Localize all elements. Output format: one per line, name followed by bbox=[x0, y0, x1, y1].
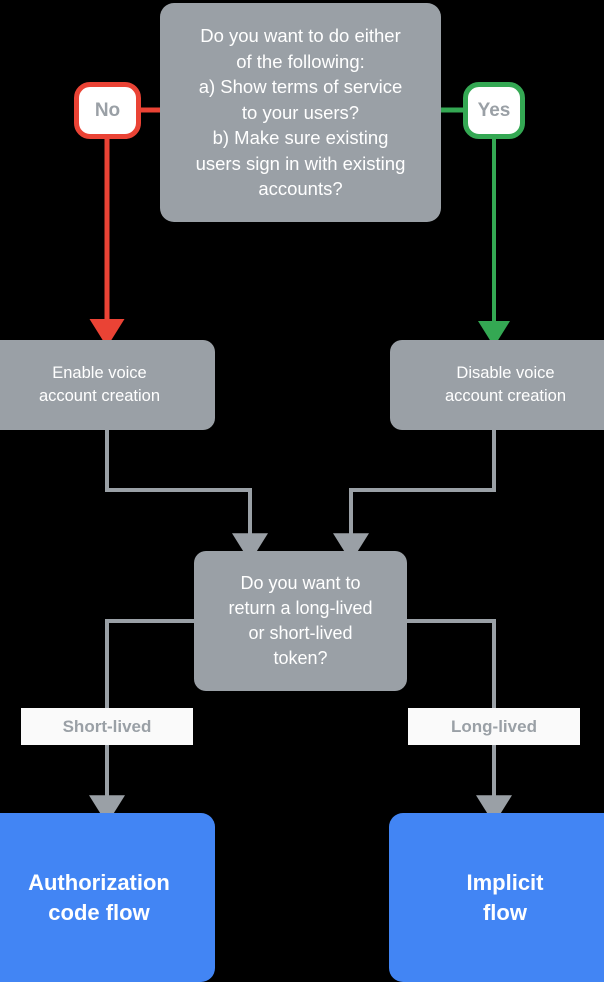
decision-box-terms-of-service-text: Do you want to do either of the followin… bbox=[195, 25, 406, 200]
decision-box-token-lifetime-text: Do you want to return a long-lived or sh… bbox=[228, 573, 373, 668]
outcome-box-implicit-flow-text: Implicit flow bbox=[466, 870, 544, 925]
branch-pill-yes-label: Yes bbox=[477, 99, 511, 121]
edge-label-short-lived: Short-lived bbox=[21, 708, 193, 745]
action-box-disable-voice-account-creation: Disable voice account creation bbox=[390, 340, 604, 430]
outcome-box-authorization-code-flow: Authorization code flow bbox=[0, 813, 215, 982]
decision-box-token-lifetime: Do you want to return a long-lived or sh… bbox=[194, 551, 407, 691]
action-box-enable-voice-account-creation-text: Enable voice account creation bbox=[38, 364, 161, 405]
branch-pill-no-label: No bbox=[94, 99, 121, 121]
edge-label-long-lived: Long-lived bbox=[408, 708, 580, 745]
action-box-disable-voice-account-creation-text: Disable voice account creation bbox=[444, 364, 567, 405]
outcome-box-authorization-code-flow-text: Authorization code flow bbox=[28, 870, 170, 925]
edge-label-short-lived-text: Short-lived bbox=[62, 716, 152, 736]
branch-pill-yes[interactable]: Yes bbox=[463, 82, 525, 139]
wire-disable-to-token bbox=[333, 430, 496, 562]
decision-box-terms-of-service: Do you want to do either of the followin… bbox=[160, 3, 441, 222]
outcome-box-implicit-flow: Implicit flow bbox=[389, 813, 604, 982]
edge-label-long-lived-text: Long-lived bbox=[451, 716, 537, 736]
wire-enable-to-token bbox=[105, 430, 268, 562]
action-box-enable-voice-account-creation: Enable voice account creation bbox=[0, 340, 215, 430]
branch-pill-no[interactable]: No bbox=[74, 82, 141, 139]
